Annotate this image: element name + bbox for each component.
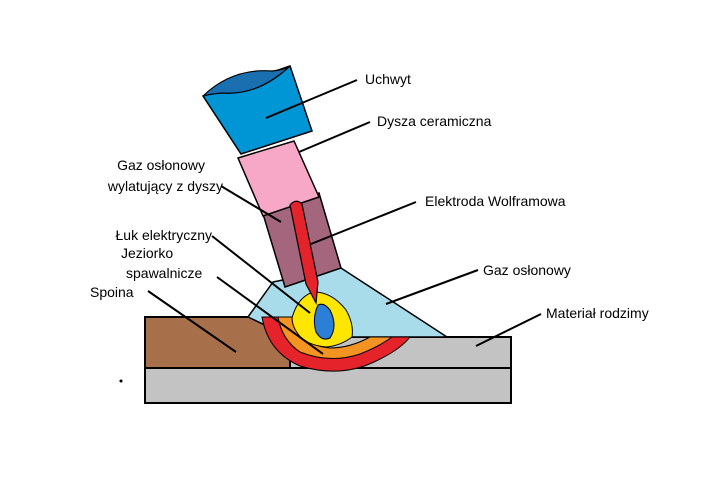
- leader-gaz-oslonowy: [385, 269, 479, 305]
- tungsten-electrode: [289, 200, 319, 306]
- label-spoina: Spoina: [90, 284, 134, 300]
- electric-arc: [313, 303, 335, 340]
- label-elektroda-wolframowa: Elektroda Wolframowa: [425, 193, 566, 209]
- label-luk-elektryczny: Łuk elektryczny: [116, 227, 212, 243]
- leader-lines: [147, 79, 542, 355]
- leader-luk: [211, 235, 311, 314]
- base-plate-lower: [144, 367, 512, 404]
- leader-jeziorko: [216, 276, 324, 355]
- leader-dysza: [298, 121, 371, 153]
- stray-dot: [119, 379, 123, 383]
- leader-material: [475, 313, 542, 347]
- leader-elektroda: [310, 201, 417, 245]
- ceramic-nozzle: [236, 140, 321, 217]
- leader-uchwyt: [265, 79, 358, 119]
- label-dysza-ceramiczna: Dysza ceramiczna: [377, 113, 492, 129]
- label-uchwyt: Uchwyt: [365, 71, 411, 87]
- label-jeziorko-line2: spawalnicze: [126, 265, 202, 281]
- leader-spoina: [147, 290, 237, 353]
- torch-handle-top: [202, 65, 291, 97]
- label-gaz-oslonowy: Gaz osłonowy: [483, 262, 571, 278]
- label-material-rodzimy: Materiał rodzimy: [546, 305, 649, 321]
- leader-gaz-dysza: [220, 185, 282, 223]
- label-jeziorko-line1: Jeziorko: [121, 245, 173, 261]
- label-gaz-oslonowy-dysza-line1: Gaz osłonowy: [117, 157, 205, 173]
- label-gaz-oslonowy-dysza-line2: wylatujący z dyszy: [107, 178, 223, 194]
